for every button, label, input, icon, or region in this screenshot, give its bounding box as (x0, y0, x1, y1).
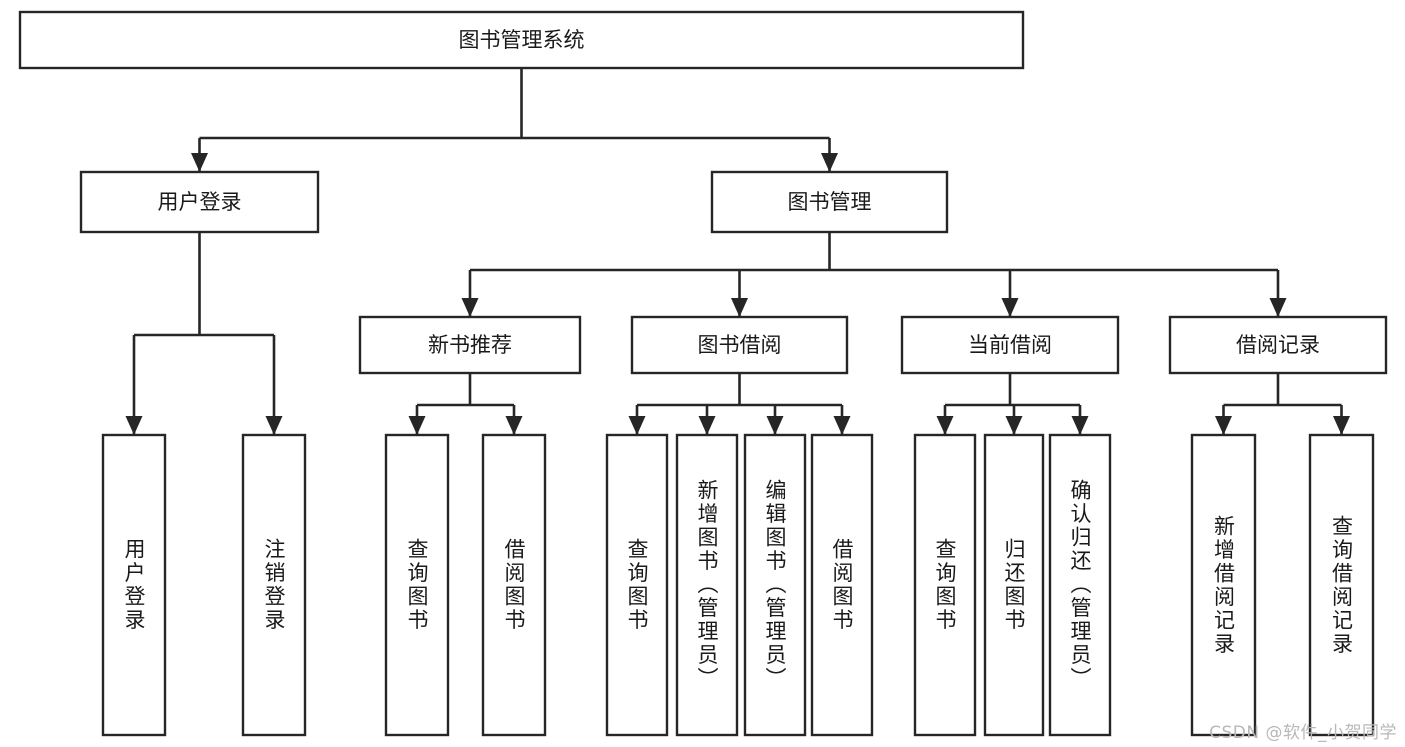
arrow-to-leaf-user-login (125, 416, 143, 435)
arrow-to-leaf-return-book (1005, 416, 1023, 435)
leaf-node-leaf-borrow-book-1-box[interactable] (481, 433, 547, 737)
arrow-to-current-borrow (1001, 298, 1019, 317)
root-node-label: 图书管理系统 (459, 28, 585, 52)
leaf-node-leaf-add-borrow-record-box[interactable] (1190, 433, 1257, 737)
leaf-node-leaf-add-book-admin-box[interactable] (675, 433, 739, 737)
arrow-to-leaf-borrow-book-2 (833, 416, 851, 435)
level3-node-borrow-record-box[interactable] (1168, 315, 1388, 375)
arrow-to-leaf-query-borrow-record (1333, 416, 1350, 435)
level3-node-borrow-record-label: 借阅记录 (1236, 333, 1320, 357)
leaf-node-leaf-query-book-3-box[interactable] (913, 433, 977, 737)
leaf-node-leaf-edit-book-admin-box[interactable] (743, 433, 807, 737)
leaf-node-leaf-query-book-1-box[interactable] (384, 433, 450, 737)
root-node-box[interactable] (18, 10, 1025, 70)
arrow-to-leaf-query-book-2 (628, 416, 646, 435)
watermark-text: CSDN @软件_小贺同学 (1209, 723, 1397, 743)
arrow-to-leaf-borrow-book-1 (505, 416, 523, 435)
arrow-to-book-manage (821, 153, 838, 172)
arrow-to-leaf-query-book-3 (936, 416, 954, 435)
level3-node-book-borrow-box[interactable] (630, 315, 849, 375)
arrow-to-book-borrow (731, 298, 748, 317)
level2-node-book-manage-label: 图书管理 (788, 190, 872, 214)
level2-node-book-manage-box[interactable] (710, 170, 949, 234)
arrow-to-leaf-edit-book-admin (766, 416, 784, 435)
arrow-to-leaf-query-book-1 (408, 416, 426, 435)
level3-node-new-book-recommend-label: 新书推荐 (428, 333, 512, 357)
leaf-node-leaf-user-login-box[interactable] (101, 433, 167, 737)
level3-node-new-book-recommend-box[interactable] (358, 315, 582, 375)
leaf-node-leaf-query-book-2-box[interactable] (605, 433, 669, 737)
level2-node-user-login-label: 用户登录 (158, 190, 242, 214)
leaf-node-leaf-return-book-box[interactable] (983, 433, 1045, 737)
leaf-node-leaf-query-borrow-record-box[interactable] (1308, 433, 1375, 737)
leaf-node-leaf-borrow-book-2-box[interactable] (810, 433, 874, 737)
arrow-to-leaf-user-logout (265, 416, 283, 435)
boxes-layer (18, 10, 1388, 737)
leaf-node-leaf-user-logout-box[interactable] (241, 433, 307, 737)
level3-node-current-borrow-box[interactable] (900, 315, 1120, 375)
arrow-to-leaf-confirm-return-admin (1071, 416, 1089, 435)
arrow-to-user-login (191, 153, 208, 172)
connectors-layer (125, 68, 1350, 435)
arrow-to-new-book-recommend (461, 298, 479, 317)
arrow-to-borrow-record (1269, 298, 1287, 317)
level3-node-current-borrow-label: 当前借阅 (968, 333, 1052, 357)
level2-node-user-login-box[interactable] (79, 170, 320, 234)
leaf-node-leaf-confirm-return-admin-box[interactable] (1048, 433, 1112, 737)
arrow-to-leaf-add-borrow-record (1215, 416, 1232, 435)
arrow-to-leaf-add-book-admin (698, 416, 716, 435)
level3-node-book-borrow-label: 图书借阅 (698, 333, 782, 357)
